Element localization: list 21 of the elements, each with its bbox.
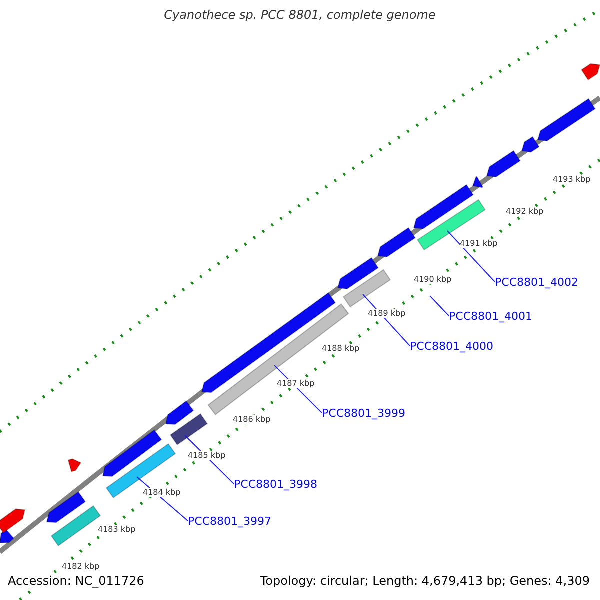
genome-info: Topology: circular; Length: 4,679,413 bp; Genes: 4,309 xyxy=(260,574,590,588)
gene-label: PCC8801_4000 xyxy=(410,340,494,353)
gene-label: PCC8801_3999 xyxy=(322,407,406,420)
gene-label: PCC8801_4002 xyxy=(495,276,578,289)
leader-line xyxy=(430,296,450,316)
gene-label: PCC8801_4001 xyxy=(449,310,532,323)
accession-label: Accession: NC_011726 xyxy=(8,574,144,588)
scale-label: 4193 kbp xyxy=(553,175,591,184)
gene-bar xyxy=(342,269,392,308)
scale-label: 4184 kbp xyxy=(143,488,181,497)
gene-label: PCC8801_3998 xyxy=(234,478,318,491)
scale-label: 4187 kbp xyxy=(277,379,315,388)
scale-label: 4185 kbp xyxy=(188,451,226,460)
title: Cyanothece sp. PCC 8801, complete genome xyxy=(163,8,437,22)
scale-label: 4182 kbp xyxy=(62,562,100,571)
gene-bar xyxy=(170,413,208,446)
leader-line xyxy=(447,230,496,282)
scale-label: 4191 kbp xyxy=(460,239,498,248)
gene-label: PCC8801_3997 xyxy=(188,515,272,528)
scale-label: 4190 kbp xyxy=(414,275,452,284)
scale-label: 4188 kbp xyxy=(322,344,360,353)
